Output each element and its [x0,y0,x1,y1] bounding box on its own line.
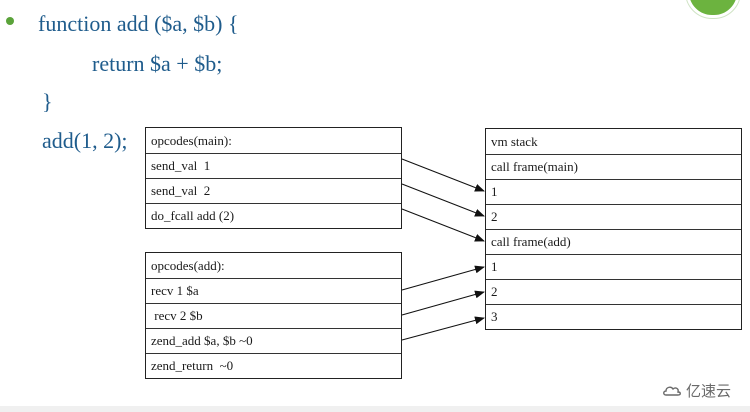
watermark: 亿速云 [662,380,731,401]
arrow-recv-1 [401,265,485,291]
arrow-send-val-2 [401,183,485,217]
opcodes-add-row: recv 1 $a [146,278,401,303]
vm-stack-frame: call frame(add) [486,229,741,254]
vm-stack-slot: 1 [486,254,741,279]
vm-stack-slot: 2 [486,279,741,304]
opcodes-main-header: opcodes(main): [151,132,232,148]
vm-stack-frame: call frame(main) [486,154,741,179]
vm-stack-slot: 3 [486,304,741,329]
code-line-function: function add ($a, $b) { [38,11,239,36]
vm-stack-table: vm stack call frame(main) 1 2 call frame… [485,128,742,330]
watermark-text: 亿速云 [686,382,732,400]
opcodes-main-row: do_fcall add (2) [146,203,401,228]
opcodes-add-row: recv 2 $b [146,303,401,328]
arrow-recv-2 [401,290,485,316]
opcodes-main-table: opcodes(main): send_val 1 send_val 2 do_… [145,127,402,229]
vm-stack-slot: 2 [486,204,741,229]
vm-stack-header: vm stack [491,133,538,149]
cloud-logo-icon [663,386,681,396]
code-line-return: return $a + $b; [92,51,223,76]
opcodes-add-row: zend_add $a, $b ~0 [146,328,401,353]
code-line-call: add(1, 2); [42,128,128,153]
opcodes-main-row: send_val 1 [146,153,401,178]
vm-stack-slot: 1 [486,179,741,204]
opcodes-add-row: zend_return ~0 [146,353,401,378]
opcodes-add-table: opcodes(add): recv 1 $a recv 2 $b zend_a… [145,252,402,379]
arrow-zend-add [401,316,485,341]
opcodes-add-header: opcodes(add): [151,257,225,273]
arrow-do-fcall [401,208,485,242]
bottom-bar [0,406,750,412]
bullet-icon [6,17,14,25]
code-line-close-brace: } [42,89,53,114]
opcodes-main-row: send_val 2 [146,178,401,203]
arrow-send-val-1 [401,158,485,192]
